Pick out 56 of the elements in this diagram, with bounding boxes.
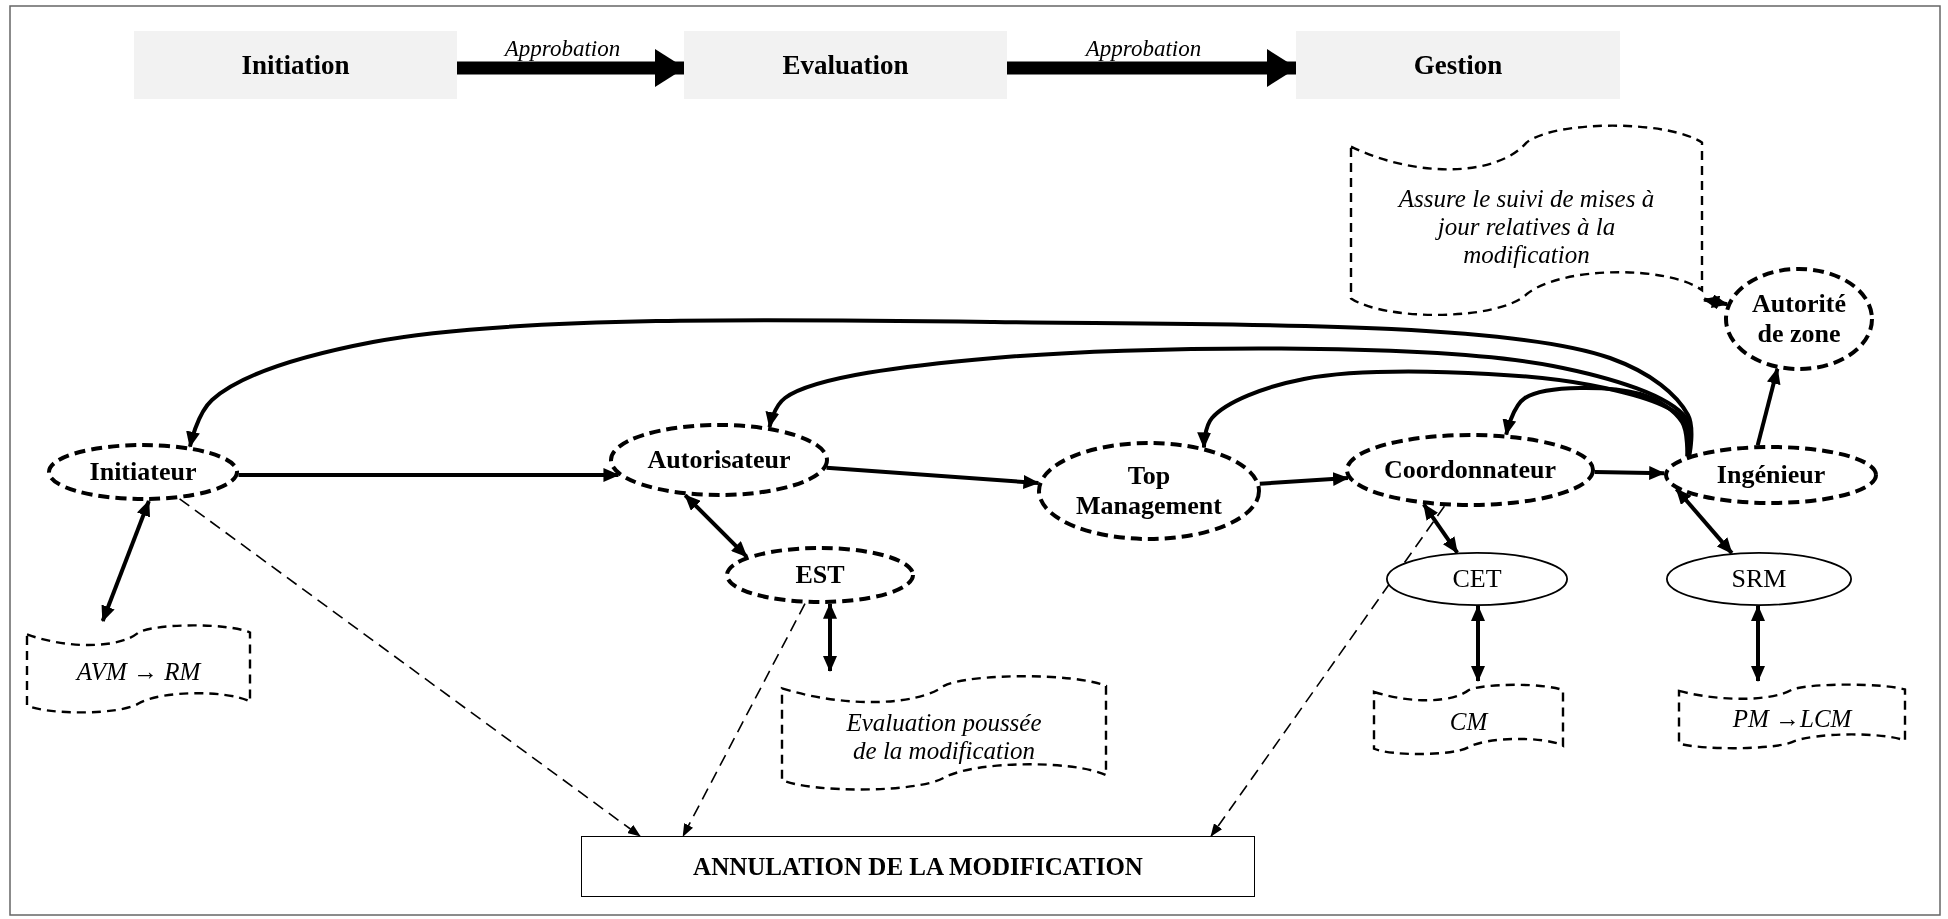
- double-arrow: [1751, 605, 1765, 682]
- note-text: PM →LCM: [1732, 704, 1852, 733]
- dashed-arrow: [178, 498, 641, 837]
- role-ellipse: [1724, 267, 1874, 371]
- double-arrow: [100, 500, 151, 622]
- arrow: [1502, 386, 1690, 457]
- document-shape: [1677, 681, 1907, 752]
- double-arrow: [1422, 503, 1459, 554]
- block-arrow: [457, 49, 685, 87]
- double-arrow: [1674, 487, 1734, 555]
- role-label: Top Management: [1075, 461, 1223, 521]
- arrow: [238, 468, 620, 482]
- phase-label: Initiation: [241, 49, 350, 81]
- document-shape: [1372, 681, 1565, 758]
- role-ellipse: [609, 423, 829, 497]
- role-label: Initiateur: [89, 457, 197, 487]
- double-arrow: [1471, 605, 1485, 682]
- double-arrow: [823, 602, 837, 672]
- block-arrow: [1007, 49, 1297, 87]
- role-ellipse: [1666, 552, 1852, 606]
- role-ellipse: [725, 546, 915, 604]
- edge-label: Approbation: [502, 36, 622, 60]
- arrow: [1755, 367, 1781, 446]
- role-ellipse: [1664, 445, 1878, 505]
- note-text: CM: [1449, 707, 1488, 736]
- dashed-arrow: [1210, 505, 1446, 837]
- note-text: Evaluation poussée de la modification: [845, 708, 1043, 765]
- outcome-label: ANNULATION DE LA MODIFICATION: [693, 852, 1143, 881]
- role-ellipse: [1345, 433, 1595, 507]
- role-label: Autorisateur: [647, 445, 791, 475]
- note-text: AVM → RM: [76, 657, 201, 686]
- dashed-arrow: [682, 602, 806, 837]
- document-shape: [25, 621, 252, 717]
- phase-box: [134, 31, 457, 99]
- role-ellipse: [47, 443, 239, 501]
- role-label: SRM: [1731, 564, 1787, 594]
- phase-box: [684, 31, 1007, 99]
- phase-label: Gestion: [1413, 49, 1503, 81]
- role-label: CET: [1452, 564, 1502, 594]
- role-label: EST: [795, 560, 845, 590]
- double-arrow: [1703, 294, 1729, 310]
- role-ellipse: [1037, 441, 1261, 541]
- role-label: Coordonnateur: [1384, 455, 1556, 485]
- edge-label: Approbation: [1083, 36, 1203, 60]
- role-label: Ingénieur: [1716, 460, 1826, 490]
- arrow: [1259, 472, 1349, 486]
- arrow: [826, 465, 1040, 489]
- arrow: [186, 318, 1694, 456]
- phase-box: [1296, 31, 1620, 99]
- role-ellipse: [1386, 552, 1568, 606]
- outcome-box: [581, 836, 1255, 897]
- double-arrow: [683, 493, 748, 558]
- phase-label: Evaluation: [782, 49, 909, 81]
- role-label: Autorité de zone: [1751, 289, 1847, 349]
- note-text: Assure le suivi de mises à jour relatives à la modification: [1396, 184, 1656, 269]
- arrow: [1594, 466, 1666, 480]
